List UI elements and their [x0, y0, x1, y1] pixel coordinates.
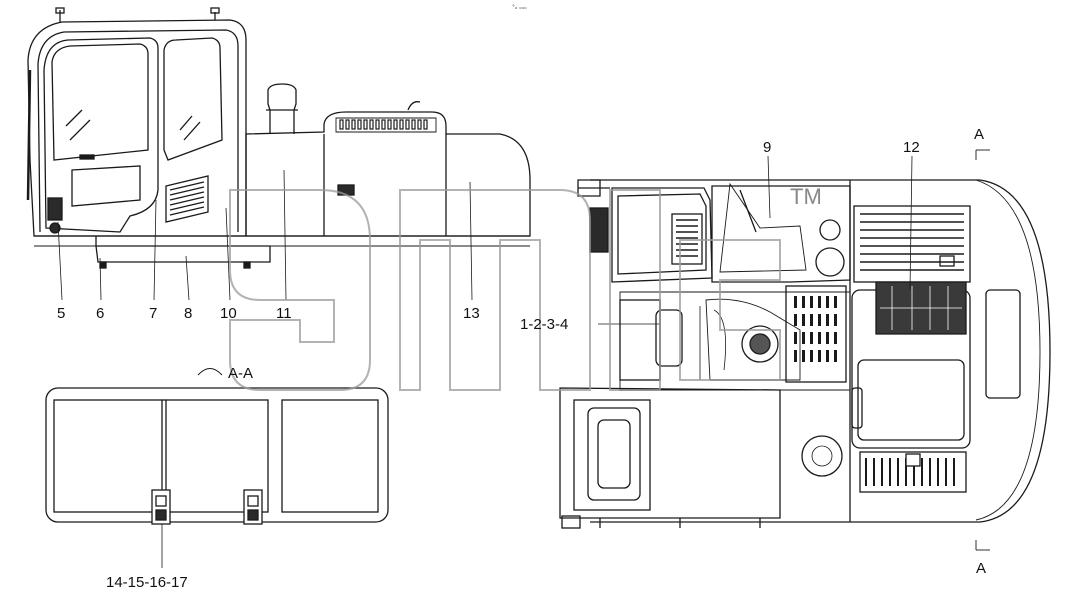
- cab-outline: [27, 19, 247, 237]
- cab-vent: [165, 175, 209, 223]
- section-mark-bottom: A: [976, 560, 987, 577]
- fuel-tank-cover: [587, 407, 641, 501]
- trademark-mark: TM: [790, 184, 822, 209]
- exhaust-stack: [267, 83, 297, 134]
- watermark: [229, 189, 781, 391]
- callout-7: 7: [149, 305, 158, 322]
- section-cut-marks: [975, 149, 990, 551]
- side-view-leaders: [57, 169, 473, 301]
- cab-door: [43, 37, 159, 233]
- callout-14-15-16-17: 14-15-16-17: [106, 574, 188, 591]
- hood-louvers: [339, 119, 428, 130]
- section-mark-top: A: [974, 126, 985, 143]
- callout-1-2-3-4: 1-2-3-4: [520, 316, 569, 333]
- callout-5: 5: [57, 305, 66, 322]
- callout-9: 9: [763, 139, 772, 156]
- callout-12: 12: [903, 139, 920, 156]
- section-a-a-view: [45, 368, 389, 568]
- side-view-machine: [26, 7, 531, 269]
- callout-8: 8: [184, 305, 193, 322]
- callout-10: 10: [220, 305, 237, 322]
- upper-frame: [590, 179, 1051, 523]
- callout-6: 6: [96, 305, 105, 322]
- engine-body: [245, 111, 531, 237]
- callout-11: 11: [276, 305, 292, 322]
- top-view-machine: [559, 179, 1051, 529]
- top-view-leaders: [598, 155, 913, 325]
- callout-13: 13: [463, 305, 480, 322]
- section-a-a-title: A-A: [228, 365, 254, 382]
- header-tiny-text: °ₐ ₒₒₒ: [512, 4, 527, 11]
